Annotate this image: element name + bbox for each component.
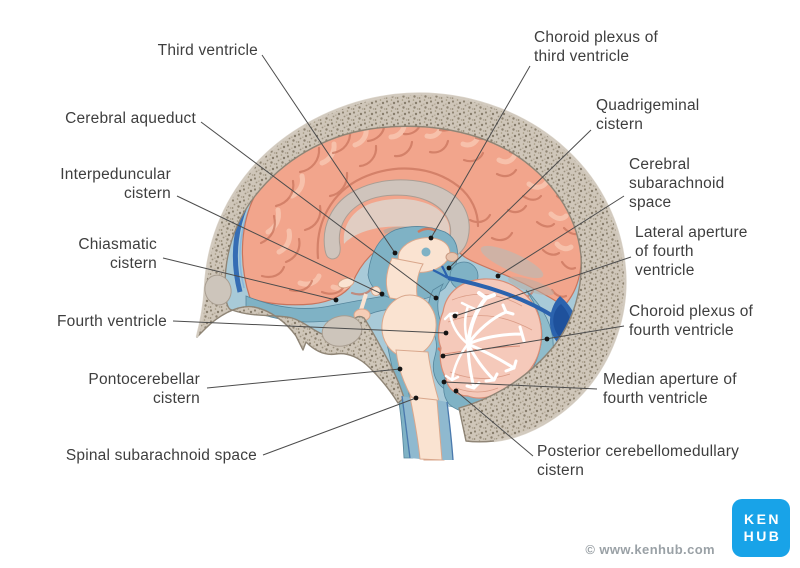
line-interpeduncular-cistern — [176, 195, 383, 295]
dot-spinal-subarachnoid-space — [413, 395, 419, 401]
line-choroid-plexus-third — [430, 65, 531, 239]
line-median-aperture — [443, 381, 598, 390]
occipital-sulci-gray — [480, 245, 554, 296]
dot-fourth-ventricle — [443, 330, 449, 336]
spinal-cord — [409, 396, 443, 461]
dot-choroid-plexus-fourth-a — [544, 336, 550, 342]
line-third-ventricle — [261, 54, 396, 254]
dot-choroid-plexus-third — [428, 235, 434, 241]
kenhub-logo[interactable]: KEN HUB — [732, 499, 790, 557]
line-quadrigeminal-cistern — [448, 129, 592, 269]
skull-outer-table — [195, 92, 627, 443]
label-cerebral-subarachnoid-space: Cerebral subarachnoid space — [629, 156, 725, 211]
dot-cerebral-aqueduct — [433, 295, 439, 301]
dot-choroid-plexus-fourth-b — [440, 353, 446, 359]
label-posterior-cerebellomedullary-cistern: Posterior cerebellomedullary cistern — [537, 443, 740, 479]
cerebellar-folia — [447, 293, 533, 393]
label-choroid-plexus-fourth-ventricle: Choroid plexus of fourth ventricle — [629, 303, 754, 339]
cerebral-gyri — [259, 122, 582, 299]
pineal-gland — [445, 252, 459, 262]
spinal-dura-left — [401, 395, 411, 459]
dot-quadrigeminal-cistern — [446, 265, 452, 271]
leader-lines — [162, 54, 632, 457]
line-posterior-cerebellomedullary — [455, 390, 534, 457]
label-median-aperture-fourth-ventricle: Median aperture of fourth ventricle — [603, 371, 737, 407]
sphenoid-sinus — [321, 315, 363, 347]
label-fourth-ventricle: Fourth ventricle — [56, 313, 167, 330]
line-cerebral-aqueduct — [200, 121, 437, 299]
label-chiasmatic-cistern: Chiasmatic cistern — [78, 236, 157, 272]
skull — [195, 92, 627, 443]
dot-interpeduncular-cistern — [379, 291, 385, 297]
line-cerebral-subarachnoid-space — [497, 195, 625, 277]
dot-median-aperture — [441, 379, 447, 385]
line-chiasmatic-cistern — [162, 257, 337, 301]
copyright-text: © www.kenhub.com — [585, 542, 715, 557]
label-spinal-subarachnoid-space: Spinal subarachnoid space — [65, 447, 257, 464]
dot-cerebral-subarachnoid-space — [495, 273, 501, 279]
line-fourth-ventricle — [172, 320, 447, 334]
choroid-plexus-roof-third — [417, 227, 437, 234]
label-cerebral-aqueduct: Cerebral aqueduct — [65, 110, 196, 127]
label-third-ventricle: Third ventricle — [157, 42, 258, 59]
label-quadrigeminal-cistern: Quadrigeminal cistern — [596, 97, 700, 133]
infundibulum — [359, 293, 368, 311]
great-cerebral-vein — [432, 265, 449, 279]
spinal-dura-right — [446, 401, 454, 461]
label-interpeduncular-cistern: Interpeduncular cistern — [60, 166, 171, 202]
interthalamic-adhesion — [421, 247, 431, 257]
spinal-subarachnoid-left — [402, 396, 420, 459]
label-pontocerebellar-cistern: Pontocerebellar cistern — [88, 371, 200, 407]
straight-sinus-tentorium — [447, 276, 558, 320]
spinal-cord-group — [401, 395, 454, 461]
cerebellum — [437, 278, 543, 399]
kenhub-logo-line2: HUB — [743, 528, 782, 544]
dot-lateral-aperture — [452, 313, 458, 319]
dot-chiasmatic-cistern — [333, 297, 339, 303]
dot-pontocerebellar-cistern — [397, 366, 403, 372]
label-lateral-aperture-fourth-ventricle: Lateral aperture of fourth ventricle — [635, 224, 748, 279]
line-pontocerebellar-cistern — [206, 368, 401, 389]
line-spinal-subarachnoid-space — [262, 397, 417, 456]
frontal-sinus — [204, 274, 232, 306]
dot-posterior-cerebellomedullary — [453, 388, 459, 394]
label-choroid-plexus-third-ventricle: Choroid plexus of third ventricle — [534, 29, 659, 65]
line-choroid-plexus-fourth — [442, 325, 625, 357]
kenhub-logo-line1: KEN — [743, 511, 782, 527]
arbor-vitae — [443, 291, 526, 390]
dot-third-ventricle — [392, 250, 398, 256]
leader-dots — [333, 235, 550, 401]
line-lateral-aperture — [454, 256, 632, 317]
